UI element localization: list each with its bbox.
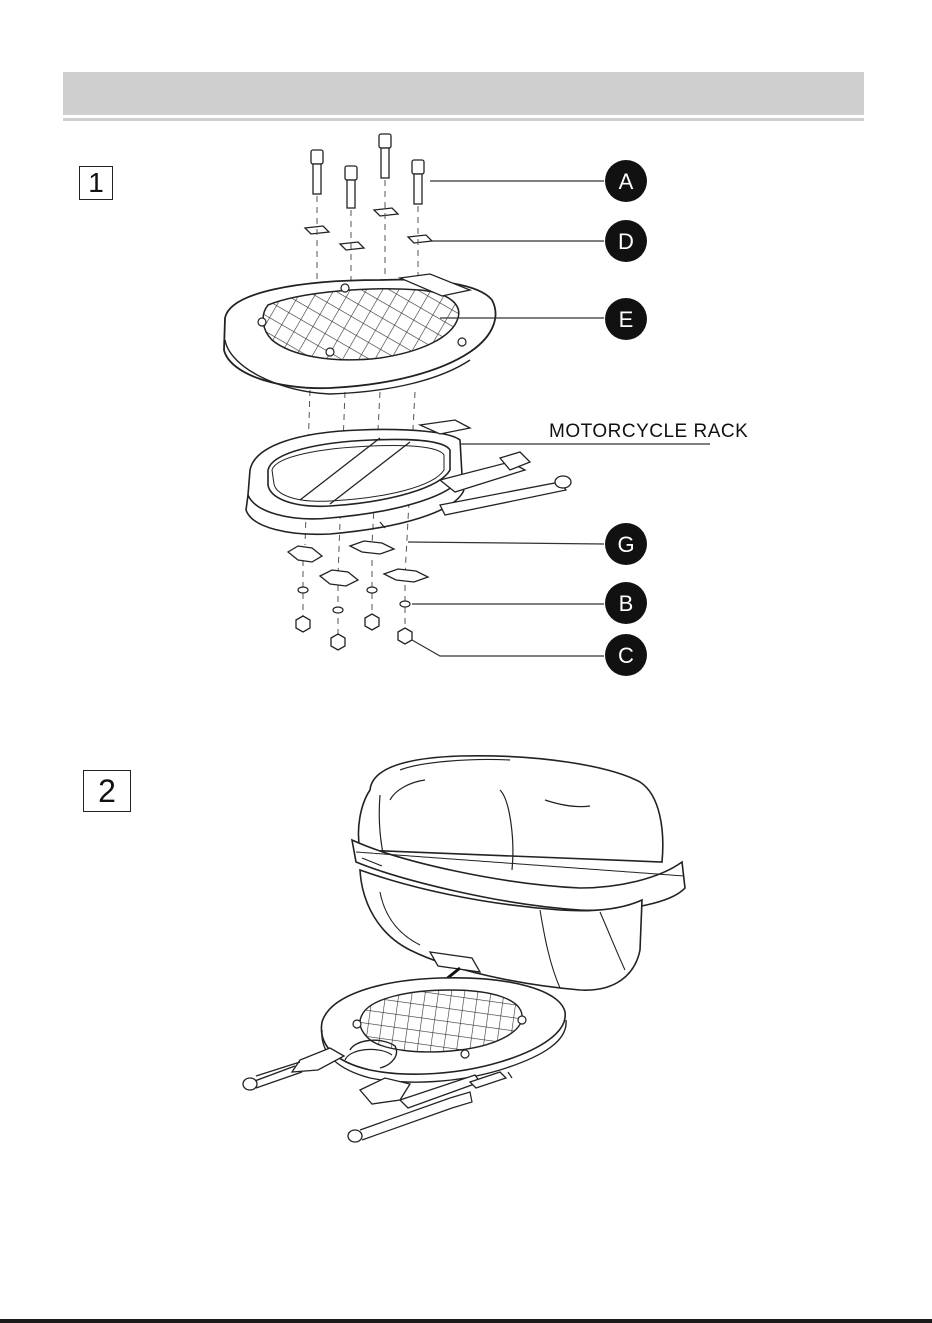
top-case [352, 756, 685, 990]
base-plate [224, 274, 496, 394]
svg-text:D: D [618, 229, 634, 254]
callout-d: D [605, 220, 647, 262]
leader-lines [408, 181, 710, 656]
svg-text:B: B [619, 591, 634, 616]
svg-text:C: C [618, 643, 634, 668]
svg-text:E: E [619, 307, 634, 332]
bolts [311, 134, 424, 208]
svg-text:G: G [617, 532, 634, 557]
mounting-plate [243, 978, 566, 1142]
callout-c: C [605, 634, 647, 676]
clamps [288, 541, 428, 586]
nuts [296, 614, 412, 650]
callout-a: A [605, 160, 647, 202]
callout-b: B [605, 582, 647, 624]
washers-b [298, 587, 410, 613]
washers-d [305, 208, 432, 250]
callout-g: G [605, 523, 647, 565]
motorcycle-rack-label: MOTORCYCLE RACK [549, 421, 748, 442]
page-bottom-edge [0, 1319, 932, 1323]
callout-e: E [605, 298, 647, 340]
svg-text:A: A [619, 169, 634, 194]
